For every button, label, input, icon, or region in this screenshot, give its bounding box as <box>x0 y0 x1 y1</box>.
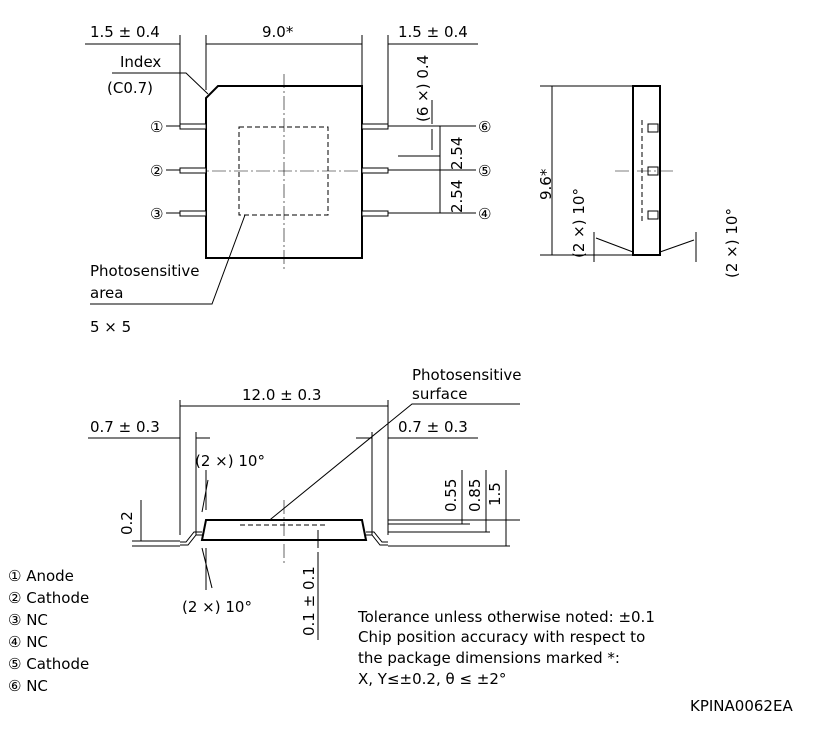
photosensitive-label-2: area <box>90 284 123 302</box>
dim-lead: 0.2 <box>118 511 136 535</box>
angle-right: (2 ×) 10° <box>723 208 741 278</box>
dim-total: 1.5 <box>486 482 504 506</box>
pin-number-3: ③ <box>150 205 163 223</box>
legend-item: ⑥ NC <box>8 677 48 695</box>
legend-item: ③ NC <box>8 611 48 629</box>
dim-pin-width: (6 ×) 0.4 <box>414 55 432 122</box>
legend-item: ④ NC <box>8 633 48 651</box>
pin-6 <box>361 123 389 130</box>
dim-left-pin: 1.5 ± 0.4 <box>90 23 160 41</box>
dim-height: 9.6* <box>537 168 555 200</box>
surface-label-2: surface <box>412 385 467 403</box>
dim-right: 0.7 ± 0.3 <box>398 418 468 436</box>
surface-label-1: Photosensitive <box>412 366 521 384</box>
angle-left: (2 ×) 10° <box>570 188 588 258</box>
dim-surface: 0.55 <box>442 479 460 512</box>
pin-number-2: ② <box>150 162 163 180</box>
pin-number-6: ⑥ <box>478 118 491 136</box>
pin-number-4: ④ <box>478 205 491 223</box>
angle-top: (2 ×) 10° <box>195 452 265 470</box>
pin-number-5: ⑤ <box>478 162 491 180</box>
note-line: Chip position accuracy with respect to <box>358 628 645 646</box>
pin-4 <box>361 210 389 217</box>
drawing-code: KPINA0062EA <box>690 697 793 715</box>
pin-2 <box>179 167 207 174</box>
photosensitive-size: 5 × 5 <box>90 318 131 336</box>
pin-legend: ① Anode ② Cathode ③ NC ④ NC ⑤ Cathode ⑥ … <box>8 567 89 695</box>
dim-length: 12.0 ± 0.3 <box>242 386 321 404</box>
dim-right-pin: 1.5 ± 0.4 <box>398 23 468 41</box>
legend-item: ① Anode <box>8 567 74 585</box>
notes: Tolerance unless otherwise noted: ±0.1 C… <box>357 608 655 688</box>
side-view: 9.6* (2 ×) 10° (2 ×) 10° <box>537 85 741 278</box>
note-line: the package dimensions marked *: <box>358 649 620 667</box>
note-line: X, Y≤±0.2, θ ≤ ±2° <box>358 670 506 688</box>
index-label: Index <box>120 53 161 71</box>
dim-pitch-2: 2.54 <box>448 180 466 213</box>
top-view: 1.5 ± 0.4 9.0* 1.5 ± 0.4 Index (C0.7) ① … <box>85 23 491 336</box>
note-line: Tolerance unless otherwise noted: ±0.1 <box>357 608 655 626</box>
dim-pitch-1: 2.54 <box>448 137 466 170</box>
pin-5 <box>361 167 389 174</box>
dim-standoff: 0.1 ± 0.1 <box>300 566 318 636</box>
pin-number-1: ① <box>150 118 163 136</box>
photosensitive-label-1: Photosensitive <box>90 262 199 280</box>
dim-width: 9.0* <box>262 23 294 41</box>
dim-left: 0.7 ± 0.3 <box>90 418 160 436</box>
legend-item: ② Cathode <box>8 589 89 607</box>
front-view: Photosensitive surface 12.0 ± 0.3 0.7 ± … <box>88 366 521 640</box>
angle-bottom: (2 ×) 10° <box>182 598 252 616</box>
pin-3 <box>179 210 207 217</box>
index-chamfer: (C0.7) <box>107 79 153 97</box>
legend-item: ⑤ Cathode <box>8 655 89 673</box>
pin-1 <box>179 123 207 130</box>
dim-body: 0.85 <box>466 479 484 512</box>
